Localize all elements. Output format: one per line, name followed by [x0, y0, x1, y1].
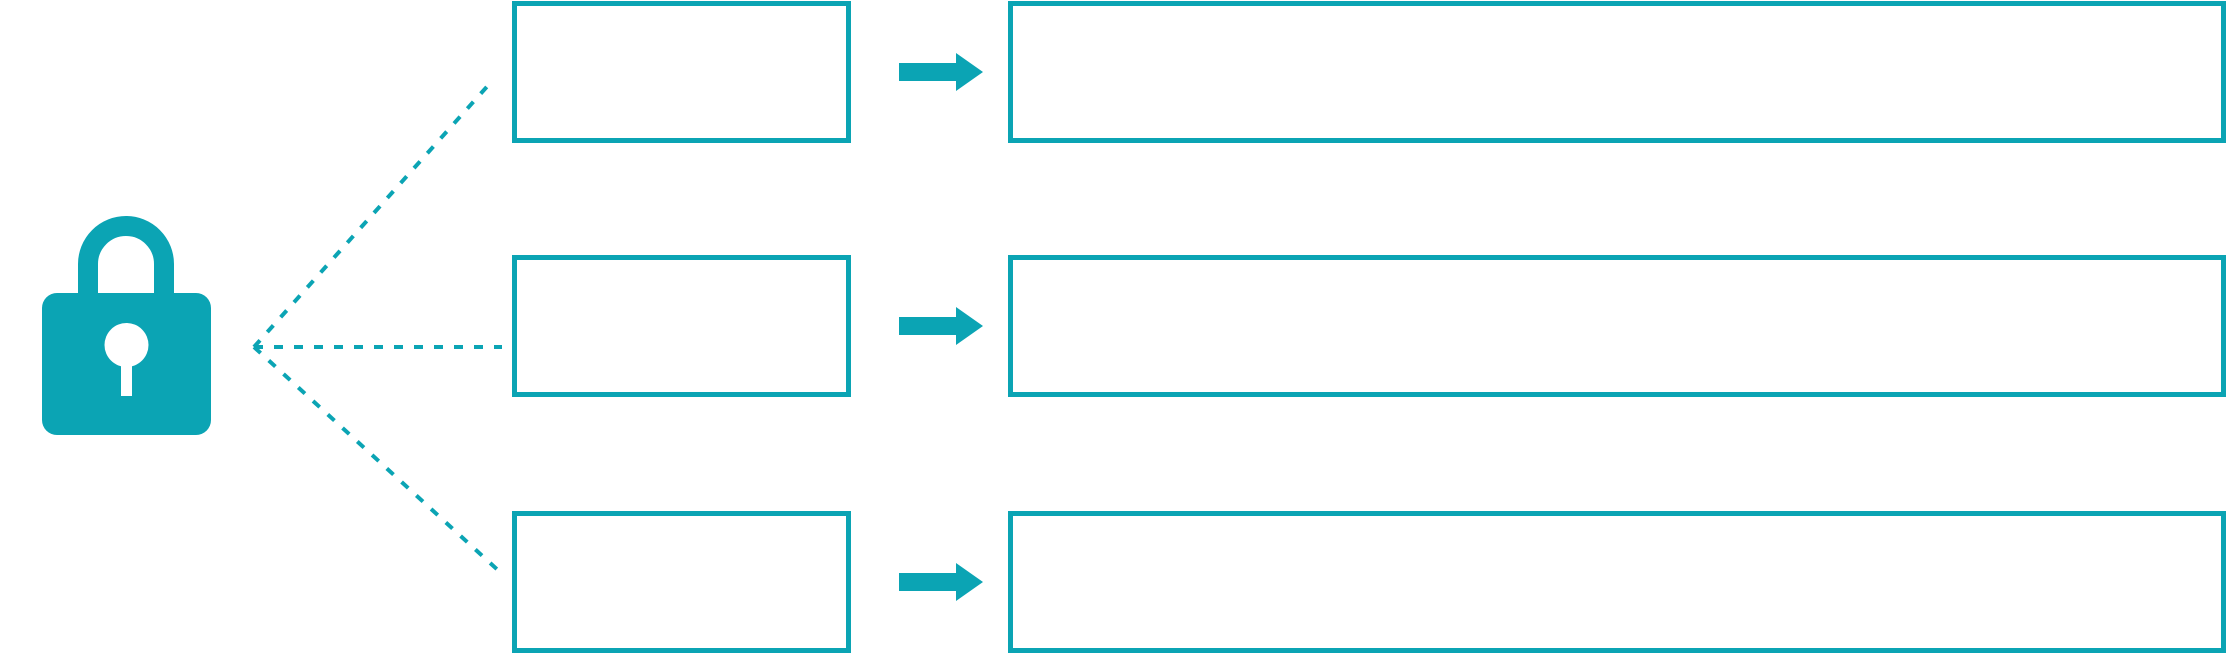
description-box-3 — [1008, 511, 2226, 653]
description-box-1 — [1008, 1, 2226, 143]
lock-icon — [42, 216, 211, 435]
option-box-2 — [512, 255, 851, 397]
option-box-1 — [512, 1, 851, 143]
connector-line-top — [252, 79, 494, 349]
keyhole-stem — [121, 356, 132, 396]
arrow-right-icon-1 — [899, 53, 983, 91]
lock-shackle — [78, 216, 174, 301]
arrow-right-icon-2 — [899, 307, 983, 345]
keyhole-circle — [104, 323, 149, 367]
arrow-right-icon-3 — [899, 563, 983, 601]
option-box-3 — [512, 511, 851, 653]
description-box-2 — [1008, 255, 2226, 397]
connector-line-bottom — [252, 345, 502, 574]
